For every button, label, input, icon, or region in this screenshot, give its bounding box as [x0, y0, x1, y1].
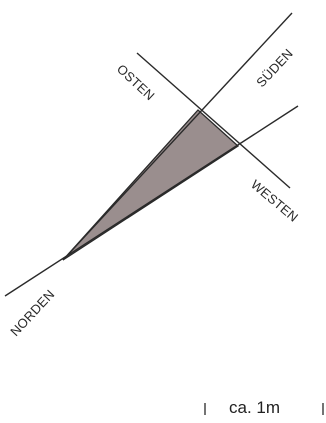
- shaded-triangle: [62, 109, 240, 261]
- osten-westen-line: [136, 52, 291, 189]
- label-westen: WESTEN: [248, 177, 301, 225]
- label-norden: NORDEN: [7, 287, 57, 339]
- scale-label: ca. 1m: [229, 398, 280, 417]
- label-sueden: SÜDEN: [253, 46, 296, 90]
- norden-ost-line: [4, 105, 299, 297]
- label-osten: OSTEN: [114, 61, 158, 103]
- norden-sueden-line: [62, 12, 293, 261]
